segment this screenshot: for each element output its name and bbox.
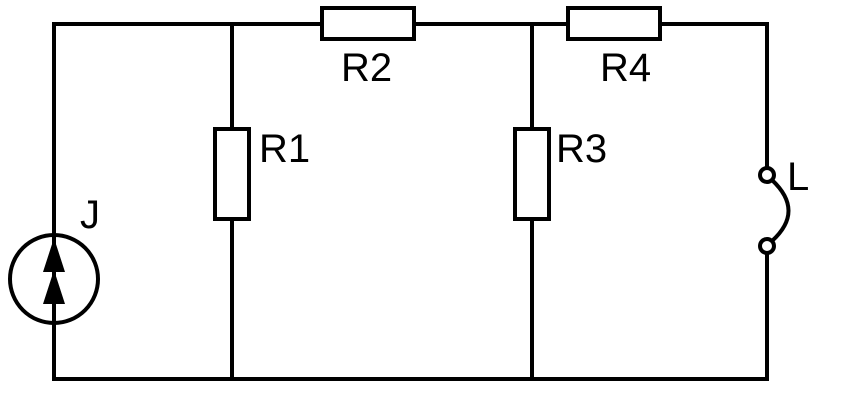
resistor-r4: R4 — [566, 6, 662, 90]
label-l: L — [787, 155, 809, 199]
inductor-arc — [770, 178, 791, 243]
wires — [52, 22, 769, 381]
inductor-terminal-top — [758, 166, 776, 184]
current-source-arrow-upper — [43, 238, 65, 272]
label-r4: R4 — [600, 46, 651, 90]
resistor-r4-body — [566, 6, 662, 41]
resistor-r3: R3 — [513, 127, 607, 221]
inductor-terminal-bottom — [758, 237, 776, 255]
current-source-j: J — [8, 193, 100, 325]
label-j: J — [80, 193, 100, 237]
label-r2: R2 — [341, 46, 392, 90]
label-r3: R3 — [556, 127, 607, 171]
resistor-r2: R2 — [320, 6, 416, 90]
resistor-r1: R1 — [213, 127, 310, 221]
inductor-l: L — [758, 155, 809, 255]
label-r1: R1 — [259, 127, 310, 171]
resistor-r3-body — [513, 127, 551, 221]
current-source-arrow-lower — [43, 270, 65, 304]
resistor-r1-body — [213, 127, 251, 221]
resistor-r2-body — [320, 6, 416, 41]
